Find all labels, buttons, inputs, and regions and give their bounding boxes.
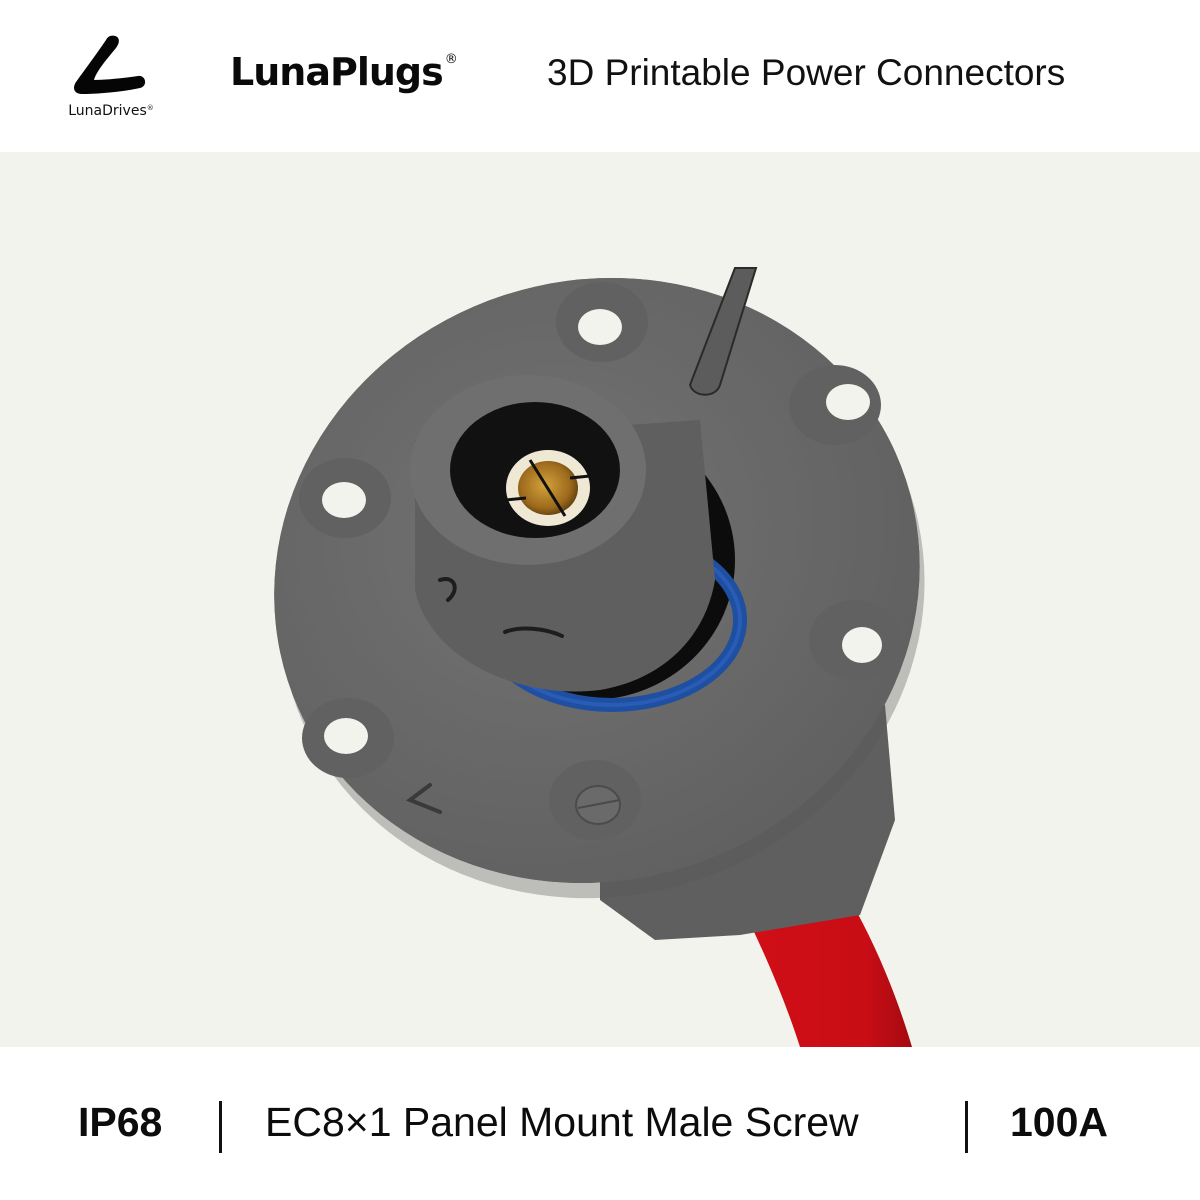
product-image [0,152,1200,1047]
lunadrives-l-logo-icon [74,35,146,94]
tagline: 3D Printable Power Connectors [547,52,1066,93]
header: LunaDrives® LunaPlugs® 3D Printable Powe… [0,0,1200,152]
spec-divider [219,1101,222,1153]
footer-specs: IP68 EC8×1 Panel Mount Male Screw 100A [0,1047,1200,1200]
mounting-hole-openings [322,309,882,754]
lunadrives-logo: LunaDrives® [56,30,166,122]
contact-slots [505,459,591,517]
brand-name: LunaPlugs® [230,50,458,94]
bayonet-groove [438,577,457,602]
spec-product-name: EC8×1 Panel Mount Male Screw [265,1099,859,1145]
spec-current-rating: 100A [1010,1099,1109,1145]
connector-illustration [274,267,925,1047]
spec-divider [965,1101,968,1153]
spec-ip-rating: IP68 [78,1099,163,1145]
logo-company-name: LunaDrives® [68,103,154,119]
keyway-slot [688,267,758,396]
flange-l-mark [405,783,442,814]
